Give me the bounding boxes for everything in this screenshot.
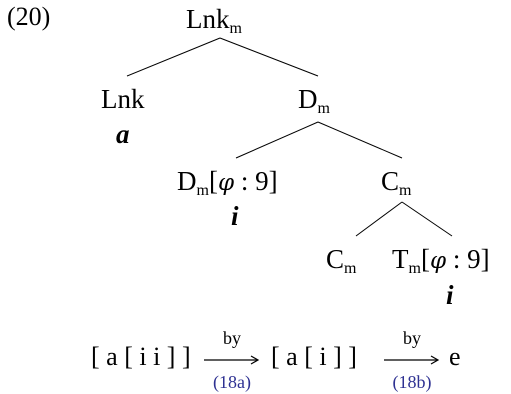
arrow-1-reference-link[interactable]: (18a) <box>213 372 251 392</box>
node-d-m-phi-value: i <box>231 201 239 231</box>
node-c-m-upper: Cm <box>381 166 412 199</box>
arrow-1-over-label: by <box>223 328 241 348</box>
edge-dm-dmphi <box>235 121 319 159</box>
arrow-1-icon <box>204 355 260 365</box>
edge-dm-cm <box>317 121 403 159</box>
formula-term-1: [ a [ i i ] ] <box>91 342 191 371</box>
node-lnk: Lnk <box>101 84 145 114</box>
reduction-arrow-1: by (18a) <box>202 328 262 394</box>
node-lnk-value: a <box>116 119 130 149</box>
formula-term-3: e <box>449 342 461 371</box>
edge-cm-tm <box>401 201 453 237</box>
edge-root-dm <box>219 37 319 77</box>
arrow-2-reference-link[interactable]: (18b) <box>392 372 432 392</box>
node-c-m-lower: Cm <box>326 244 357 277</box>
edge-cm-cm <box>355 201 403 237</box>
node-t-m-phi-value: i <box>446 280 454 310</box>
arrow-2-over-label: by <box>403 328 421 348</box>
node-t-m-phi: Tm[φ : 9] <box>392 244 490 277</box>
arrow-2-icon <box>384 355 440 365</box>
node-root-lnk-m: Lnkm <box>186 4 242 37</box>
edge-root-lnk <box>126 37 221 77</box>
node-d-m: Dm <box>298 84 330 117</box>
example-number: (20) <box>7 2 51 31</box>
reduction-arrow-2: by (18b) <box>382 328 442 394</box>
node-d-m-phi: Dm[φ : 9] <box>177 166 278 199</box>
reduction-formula: [ a [ i i ] ] by (18a) [ a [ i ] ] by (1… <box>91 328 511 394</box>
formula-term-2: [ a [ i ] ] <box>271 342 357 371</box>
